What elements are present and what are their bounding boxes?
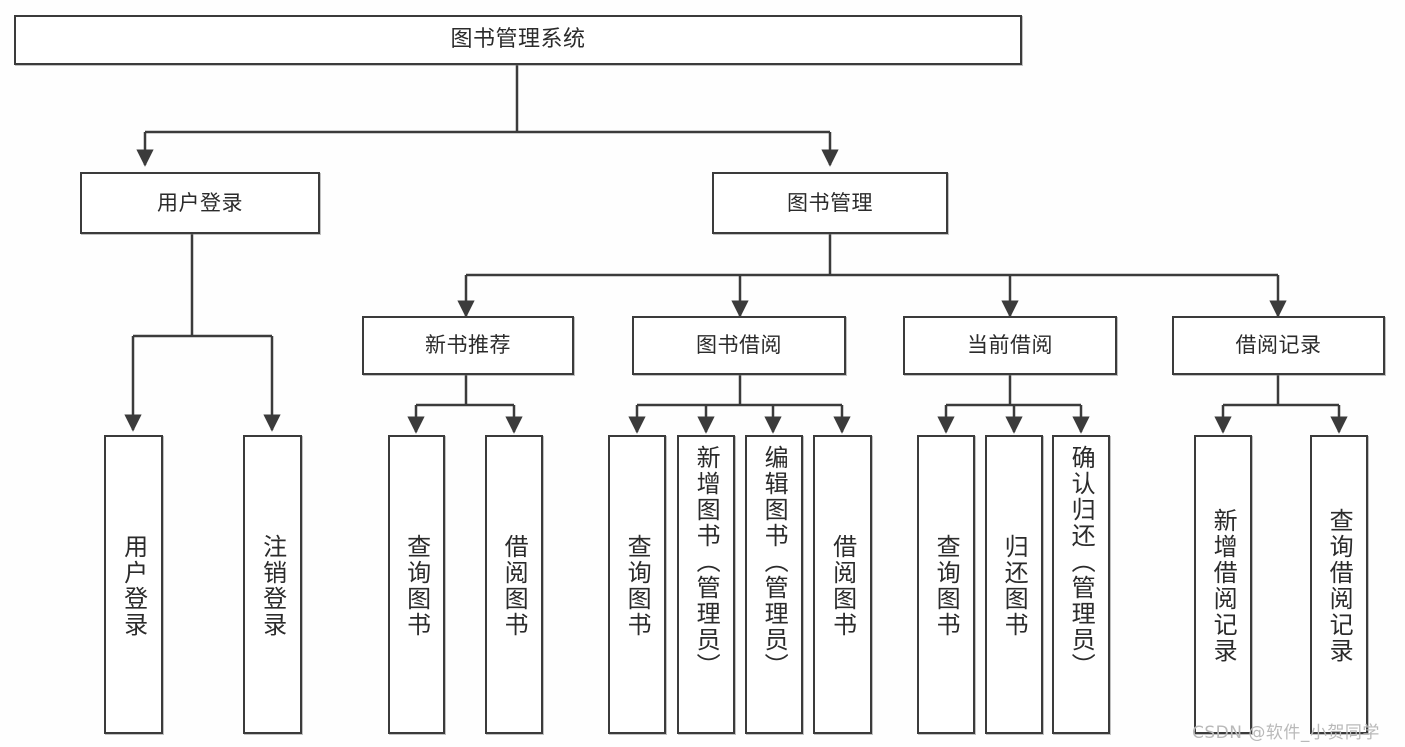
- leaf-logout-login[interactable]: 注销登录: [243, 435, 302, 734]
- node-book-management[interactable]: 图书管理: [712, 172, 948, 234]
- node-root-system[interactable]: 图书管理系统: [14, 15, 1022, 65]
- node-label: 当前借阅: [967, 333, 1053, 358]
- node-label: 查询借阅记录: [1325, 507, 1354, 664]
- leaf-return-book[interactable]: 归还图书: [985, 435, 1043, 734]
- leaf-borrow-book-recommend[interactable]: 借阅图书: [485, 435, 543, 734]
- node-label: 新增图书（管理员）: [692, 445, 721, 679]
- node-borrow-record[interactable]: 借阅记录: [1172, 316, 1385, 375]
- node-label: 图书借阅: [696, 333, 782, 358]
- node-label: 借阅图书: [828, 533, 857, 638]
- node-label: 注销登录: [258, 533, 287, 638]
- leaf-query-book-recommend[interactable]: 查询图书: [388, 435, 445, 734]
- leaf-borrow-book[interactable]: 借阅图书: [813, 435, 872, 734]
- node-label: 新书推荐: [425, 333, 511, 358]
- node-book-borrow[interactable]: 图书借阅: [632, 316, 846, 375]
- node-label: 编辑图书（管理员）: [760, 445, 789, 679]
- node-label: 用户登录: [119, 533, 148, 638]
- node-label: 归还图书: [1000, 533, 1029, 638]
- node-label: 确认归还（管理员）: [1067, 445, 1096, 679]
- node-label: 借阅图书: [500, 533, 529, 638]
- leaf-query-book-borrow[interactable]: 查询图书: [608, 435, 666, 734]
- leaf-confirm-return-admin[interactable]: 确认归还（管理员）: [1052, 435, 1110, 734]
- watermark-text: CSDN @软件_小贺同学: [1192, 723, 1380, 743]
- node-label: 查询图书: [623, 533, 652, 638]
- node-label: 新增借阅记录: [1209, 507, 1238, 664]
- node-label: 借阅记录: [1235, 333, 1322, 358]
- node-label: 图书管理: [787, 190, 873, 215]
- node-current-borrow[interactable]: 当前借阅: [903, 316, 1117, 375]
- leaf-user-login[interactable]: 用户登录: [104, 435, 163, 734]
- node-user-login[interactable]: 用户登录: [80, 172, 320, 234]
- node-label: 用户登录: [157, 190, 243, 215]
- leaf-add-book-admin[interactable]: 新增图书（管理员）: [677, 435, 735, 734]
- leaf-add-borrow-record[interactable]: 新增借阅记录: [1194, 435, 1252, 734]
- node-label: 查询图书: [402, 533, 431, 638]
- leaf-edit-book-admin[interactable]: 编辑图书（管理员）: [745, 435, 803, 734]
- node-label: 图书管理系统: [450, 27, 586, 53]
- node-new-book-recommend[interactable]: 新书推荐: [362, 316, 574, 375]
- leaf-query-book-current[interactable]: 查询图书: [917, 435, 975, 734]
- node-label: 查询图书: [932, 533, 961, 638]
- leaf-query-borrow-record[interactable]: 查询借阅记录: [1310, 435, 1368, 734]
